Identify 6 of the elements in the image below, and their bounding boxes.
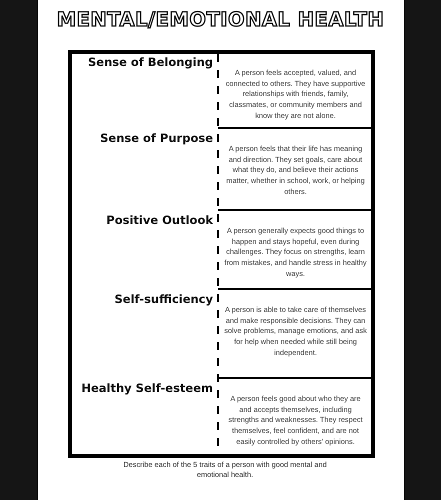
trait-heading: Self-sufficiency xyxy=(114,292,213,306)
trait-heading: Sense of Belonging xyxy=(88,55,213,69)
title: MENTAL/EMOTIONAL HEALTH xyxy=(56,8,386,31)
trait-heading: Positive Outlook xyxy=(106,213,213,227)
trait-heading: Sense of Purpose xyxy=(100,131,213,145)
trait-heading: Healthy Self-esteem xyxy=(81,381,213,395)
